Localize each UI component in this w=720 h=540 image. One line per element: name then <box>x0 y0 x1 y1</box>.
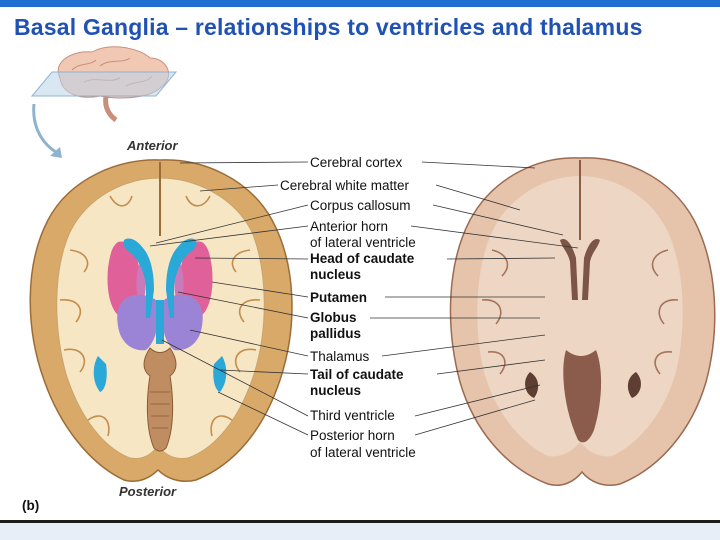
label-posterior-horn-line2: of lateral ventricle <box>310 445 416 460</box>
label-third-ventricle: Third ventricle <box>310 408 395 423</box>
anterior-label: Anterior <box>126 138 179 153</box>
label-anterior-horn: Anterior horn <box>310 219 388 234</box>
illustrated-brain-section <box>30 160 292 481</box>
label-cerebral-white-matter: Cerebral white matter <box>280 178 410 193</box>
posterior-label: Posterior <box>119 484 177 499</box>
photographic-brain-section <box>451 158 715 485</box>
label-cerebral-cortex: Cerebral cortex <box>310 155 403 170</box>
label-head-of-caudate: Head of caudate <box>310 251 415 266</box>
label-head-of-caudate-line2: nucleus <box>310 267 361 282</box>
label-globus-line2: pallidus <box>310 326 361 341</box>
label-tail-of-caudate: Tail of caudate <box>310 367 404 382</box>
label-anterior-horn-line2: of lateral ventricle <box>310 235 416 250</box>
label-corpus-callosum: Corpus callosum <box>310 198 411 213</box>
label-tail-of-caudate-line2: nucleus <box>310 383 361 398</box>
panel-label: (b) <box>22 498 39 513</box>
label-thalamus: Thalamus <box>310 349 370 364</box>
label-globus: Globus <box>310 310 357 325</box>
structure-labels: Cerebral cortex Cerebral white matter Co… <box>280 155 416 460</box>
label-posterior-horn: Posterior horn <box>310 428 395 443</box>
label-putamen: Putamen <box>310 290 367 305</box>
